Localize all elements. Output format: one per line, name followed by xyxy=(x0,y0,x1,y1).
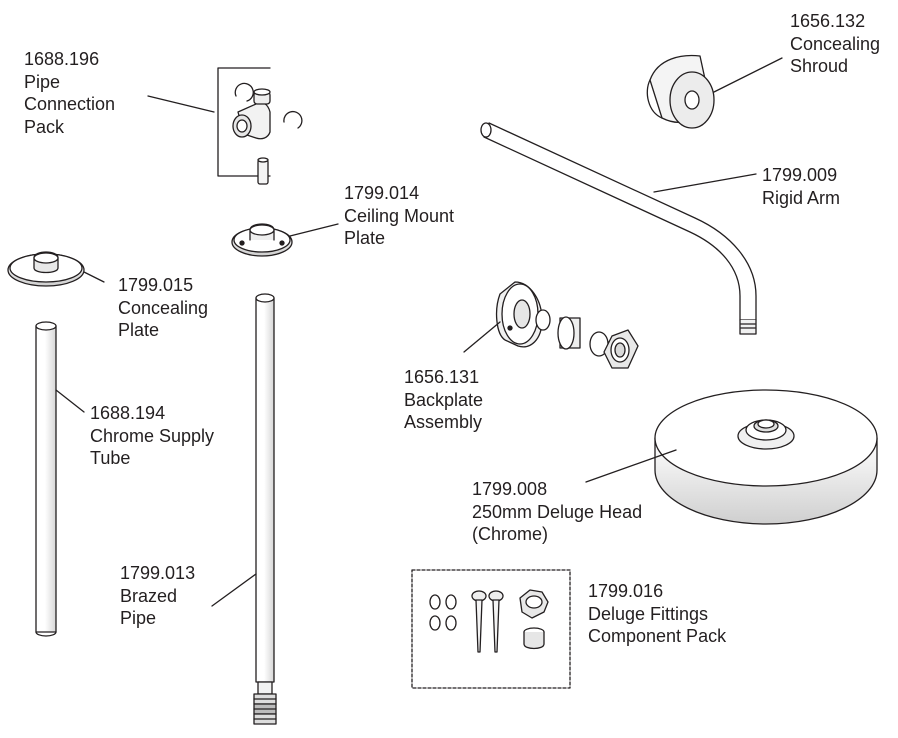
part-code: 1688.196 xyxy=(24,49,100,69)
label-1656-131: 1656.131 Backplate Assembly xyxy=(404,366,483,434)
label-1688-194: 1688.194 Chrome Supply Tube xyxy=(90,402,214,470)
concealing-shroud xyxy=(646,54,715,129)
label-1799-013: 1799.013 Brazed Pipe xyxy=(120,562,195,630)
label-1688-196: 1688.196 Pipe Connection Pack xyxy=(24,48,115,138)
part-code: 1799.016 xyxy=(588,581,664,601)
deluge-fittings-pack xyxy=(411,569,571,689)
leader-1799-013 xyxy=(211,573,257,607)
ceiling-mount-plate xyxy=(231,223,293,257)
part-code: 1688.194 xyxy=(90,403,166,423)
concealing-plate xyxy=(7,251,85,287)
part-code: 1799.009 xyxy=(762,165,838,185)
part-name-line: 250mm Deluge Head xyxy=(472,501,643,522)
label-1799-014: 1799.014 Ceiling Mount Plate xyxy=(344,182,454,250)
part-name-line: Deluge Fittings xyxy=(588,603,709,624)
deluge-head xyxy=(654,389,878,525)
part-name-line: Pipe xyxy=(120,608,157,628)
rigid-arm xyxy=(480,122,757,335)
part-code: 1799.015 xyxy=(118,275,194,295)
part-name-line: Component Pack xyxy=(588,626,727,646)
part-code: 1799.013 xyxy=(120,563,196,583)
part-code: 1656.131 xyxy=(404,367,480,387)
part-name-line: Brazed xyxy=(120,585,178,606)
part-code: 1799.014 xyxy=(344,183,420,203)
brazed-pipe xyxy=(253,293,277,725)
label-1656-132: 1656.132 Concealing Shroud xyxy=(790,10,880,78)
part-name-line: Rigid Arm xyxy=(762,187,841,208)
part-name-line: Plate xyxy=(344,228,386,248)
part-name-line: Connection xyxy=(24,94,116,114)
label-1799-009: 1799.009 Rigid Arm xyxy=(762,164,840,209)
leader-1656-132 xyxy=(713,57,783,93)
part-name-line: Assembly xyxy=(404,412,483,432)
label-1799-015: 1799.015 Concealing Plate xyxy=(118,274,208,342)
part-name-line: (Chrome) xyxy=(472,524,549,544)
part-name-line: Concealing xyxy=(790,33,881,54)
leader-1799-009 xyxy=(653,173,757,193)
leader-1799-015 xyxy=(83,271,105,283)
part-name-line: Ceiling Mount xyxy=(344,205,455,226)
part-name-line: Shroud xyxy=(790,56,849,76)
part-code: 1656.132 xyxy=(790,11,866,31)
leader-1799-014 xyxy=(289,223,339,237)
leader-1688-196 xyxy=(147,95,215,113)
backplate-assembly xyxy=(495,281,639,369)
part-name-line: Backplate xyxy=(404,389,484,410)
part-name-line: Pipe xyxy=(24,71,61,92)
label-1799-008: 1799.008 250mm Deluge Head (Chrome) xyxy=(472,478,642,546)
part-name-line: Plate xyxy=(118,320,160,340)
part-name-line: Pack xyxy=(24,116,65,137)
part-name-line: Concealing xyxy=(118,297,209,318)
part-name-line: Tube xyxy=(90,448,131,468)
leader-1656-131 xyxy=(463,321,501,353)
part-name-line: Chrome Supply xyxy=(90,425,215,446)
leader-1688-194 xyxy=(55,389,85,413)
leader-1799-008 xyxy=(585,449,677,483)
part-code: 1799.008 xyxy=(472,479,548,499)
label-1799-016: 1799.016 Deluge Fittings Component Pack xyxy=(588,580,726,648)
chrome-supply-tube xyxy=(35,321,57,637)
pipe-connection-pack xyxy=(217,67,303,185)
